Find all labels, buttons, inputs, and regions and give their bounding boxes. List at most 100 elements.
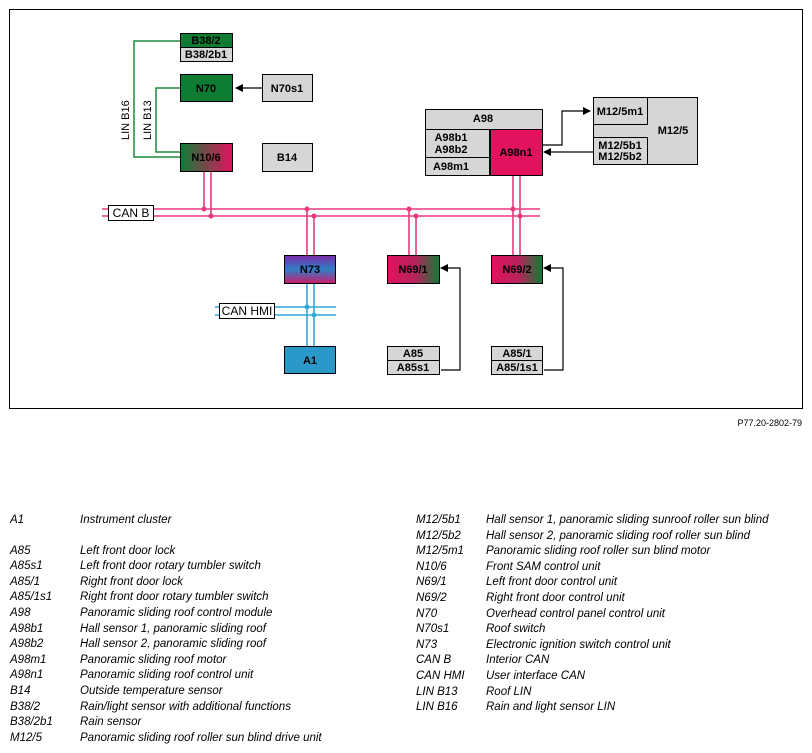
legend-code: M12/5b1	[416, 514, 461, 526]
legend-item: A85s1 Left front door rotary tumbler swit…	[10, 559, 400, 575]
b38-2b1-label: B38/2b1	[185, 49, 227, 61]
legend-code: A98b2	[10, 638, 44, 651]
a85s1-label: A85s1	[397, 362, 429, 374]
legend-item: N10/6 Front SAM control unit	[416, 560, 806, 576]
n69-1-box	[387, 255, 440, 284]
legend-description: Left front door lock	[80, 544, 176, 557]
legend-code: B38/2	[10, 700, 41, 713]
legend-item: N73 Electronic ignition switch control un…	[416, 638, 806, 654]
legend-code: N73	[416, 638, 438, 651]
lin-b16-line	[133, 40, 181, 158]
legend-description: Left front door rotary tumbler switch	[80, 560, 261, 573]
a85s1-box	[387, 360, 440, 375]
legend-description: Rain sensor	[80, 716, 142, 729]
wiring-diagram: LIN B16 LIN B13 CAN B CAN HMI	[9, 9, 803, 409]
legend-code: M12/5m1	[416, 545, 464, 558]
can-hmi-label: CAN HMI	[222, 304, 273, 318]
legend-code: A98	[10, 606, 31, 619]
n10-6-label: N10/6	[191, 152, 220, 164]
legend-code: N10/6	[416, 560, 447, 573]
legend-description: Overhead control panel control unit	[486, 607, 665, 620]
legend-code: N70s1	[416, 623, 450, 636]
legend-item: A98b2 Hall sensor 2, panoramic sliding ro…	[10, 637, 400, 653]
n70s1-box	[262, 74, 313, 102]
lin-b13-label: LIN B13	[142, 100, 154, 140]
legend-item: LIN B16 Rain and light sensor LIN	[416, 700, 806, 716]
n69-1-label: N69/1	[398, 264, 427, 276]
b38-2b1-box	[180, 47, 233, 62]
legend-item: CAN B Interior CAN	[416, 653, 806, 669]
legend-description: Panoramic sliding roof control unit	[80, 669, 254, 682]
legend-item: A98n1 Panoramic sliding roof control unit	[10, 668, 400, 684]
n73-label: N73	[300, 264, 320, 276]
lin-b16-label: LIN B16	[120, 100, 132, 140]
a98b2-label: A98b2	[434, 144, 467, 156]
legend-description: Interior CAN	[486, 654, 550, 667]
lin-b13-line	[155, 87, 181, 153]
legend-item: B38/2 Rain/light sensor with additional f…	[10, 700, 400, 716]
a98m1-label: A98m1	[433, 161, 469, 173]
can-hmi-junctions	[304, 304, 317, 318]
n73-box	[284, 255, 336, 284]
legend-description: Rain/light sensor with additional functi…	[80, 700, 291, 713]
legend-code: LIN B16	[416, 701, 458, 714]
legend-description: Panoramic sliding roof control module	[80, 606, 273, 619]
legend-description: Outside temperature sensor	[80, 684, 223, 697]
n70s1-label: N70s1	[271, 83, 303, 95]
legend-code: A85/1s1	[10, 591, 53, 604]
b14-box	[262, 143, 313, 172]
legend-description: Right front door rotary tumbler switch	[80, 591, 269, 604]
legend-code: N69/1	[416, 576, 447, 589]
legend-code: A85	[10, 544, 31, 557]
legend-description: Rain and light sensor LIN	[486, 701, 616, 714]
legend-code: B38/2b1	[10, 716, 53, 729]
a98n1-box	[490, 129, 543, 176]
legend-item: B38/2b1 Rain sensor	[10, 715, 400, 731]
a98b1-label: A98b1	[434, 132, 467, 144]
legend-description: Front SAM control unit	[486, 560, 601, 573]
legend-code: A98m1	[10, 653, 47, 666]
can-b-label-box	[108, 205, 154, 221]
a85-1s1-box	[491, 360, 543, 375]
legend-description: User interface CAN	[486, 669, 586, 682]
legend-code: A98n1	[10, 669, 44, 682]
legend-code: A85s1	[10, 560, 43, 573]
legend-item: A98m1 Panoramic sliding roof motor	[10, 653, 400, 669]
a1-box	[284, 346, 336, 374]
legend-description: Hall sensor 2, panoramic sliding roof	[80, 638, 267, 651]
legend-description: Panoramic sliding roof roller sun blind …	[80, 731, 322, 744]
legend-item: A98 Panoramic sliding roof control module	[10, 606, 400, 622]
a1-label: A1	[303, 355, 317, 367]
a85-1-label: A85/1	[502, 348, 531, 360]
n70-box	[180, 74, 233, 102]
a98n1-label: A98n1	[499, 147, 532, 159]
b38-2-label: B38/2	[191, 35, 220, 47]
m12-5b2-label: M12/5b2	[598, 151, 641, 163]
legend-code: CAN B	[416, 654, 452, 667]
legend-item: CAN HMI User interface CAN	[416, 669, 806, 685]
legend-item: A85/1s1 Right front door rotary tumbler s…	[10, 590, 400, 606]
can-b-label: CAN B	[113, 206, 150, 220]
legend-code: N70	[416, 607, 438, 620]
legend-description: Electronic ignition switch control unit	[486, 638, 671, 651]
legend-description: Hall sensor 2, panoramic sliding roof ro…	[486, 529, 750, 542]
legend-description: Panoramic sliding roof motor	[80, 653, 227, 666]
a98-subcomponents-box	[425, 129, 490, 176]
can-b-bus	[102, 172, 540, 255]
legend-code: CAN HMI	[416, 669, 465, 682]
figure-id: P77.20-2802-79	[737, 418, 802, 428]
legend-code: LIN B13	[416, 685, 458, 698]
legend-code: A85/1	[10, 575, 41, 588]
m12-5b1-label: M12/5b1	[598, 140, 641, 152]
